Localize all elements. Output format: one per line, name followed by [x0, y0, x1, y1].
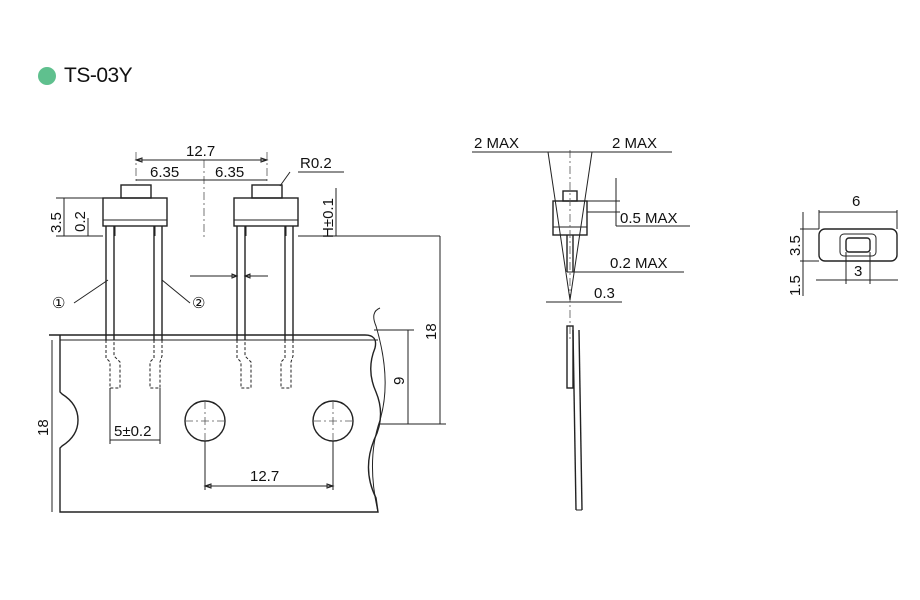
switch-right	[233, 184, 299, 389]
dim-half-left: 6.35	[150, 164, 179, 181]
dim-lead-max: 0.5 MAX	[620, 210, 678, 227]
dim-cap-height: 0.2	[72, 211, 89, 232]
top-view: 6 3.5 3 1.5	[787, 193, 898, 296]
dim-half-right: 6.35	[215, 164, 244, 181]
dim-hole-pitch: 12.7	[250, 468, 279, 485]
title-bullet-icon	[38, 67, 56, 85]
part-number-title: TS-03Y	[64, 64, 133, 87]
dim-tape-width: 18	[423, 323, 440, 340]
dim-tilt-left: 2 MAX	[474, 135, 519, 152]
dim-top-inner: 3	[854, 263, 862, 280]
dim-tilt-max: 0.2 MAX	[610, 255, 668, 272]
dim-lead-thickness: 0.3	[594, 285, 615, 302]
dim-radius: R0.2	[300, 155, 332, 172]
switch-left	[102, 184, 168, 389]
dim-pitch: 12.7	[186, 143, 215, 160]
dim-top-height: 3.5	[787, 235, 804, 256]
dim-top-offset: 1.5	[787, 275, 804, 296]
dim-tape-half: 9	[391, 377, 408, 385]
dim-tilt-right: 2 MAX	[612, 135, 657, 152]
dim-hole-offset: 5±0.2	[114, 423, 151, 440]
dim-body-height: 3.5	[48, 212, 65, 233]
pin-1-label: ①	[52, 295, 65, 312]
pin-2-label: ②	[192, 295, 205, 312]
side-view: 2 MAX 2 MAX 0.5 MAX 0.2 MAX 0.3	[472, 135, 690, 511]
title-block: TS-03Y	[38, 64, 133, 88]
dim-tape-side: 18	[35, 419, 52, 436]
dim-height-tolerance: H±0.1	[320, 198, 337, 238]
front-view: 12.7 6.35 6.35 R0.2 3.5 0.2 H±0.1 ① ② 18	[35, 143, 446, 513]
carrier-tape	[49, 307, 386, 513]
dim-top-width: 6	[852, 193, 860, 210]
